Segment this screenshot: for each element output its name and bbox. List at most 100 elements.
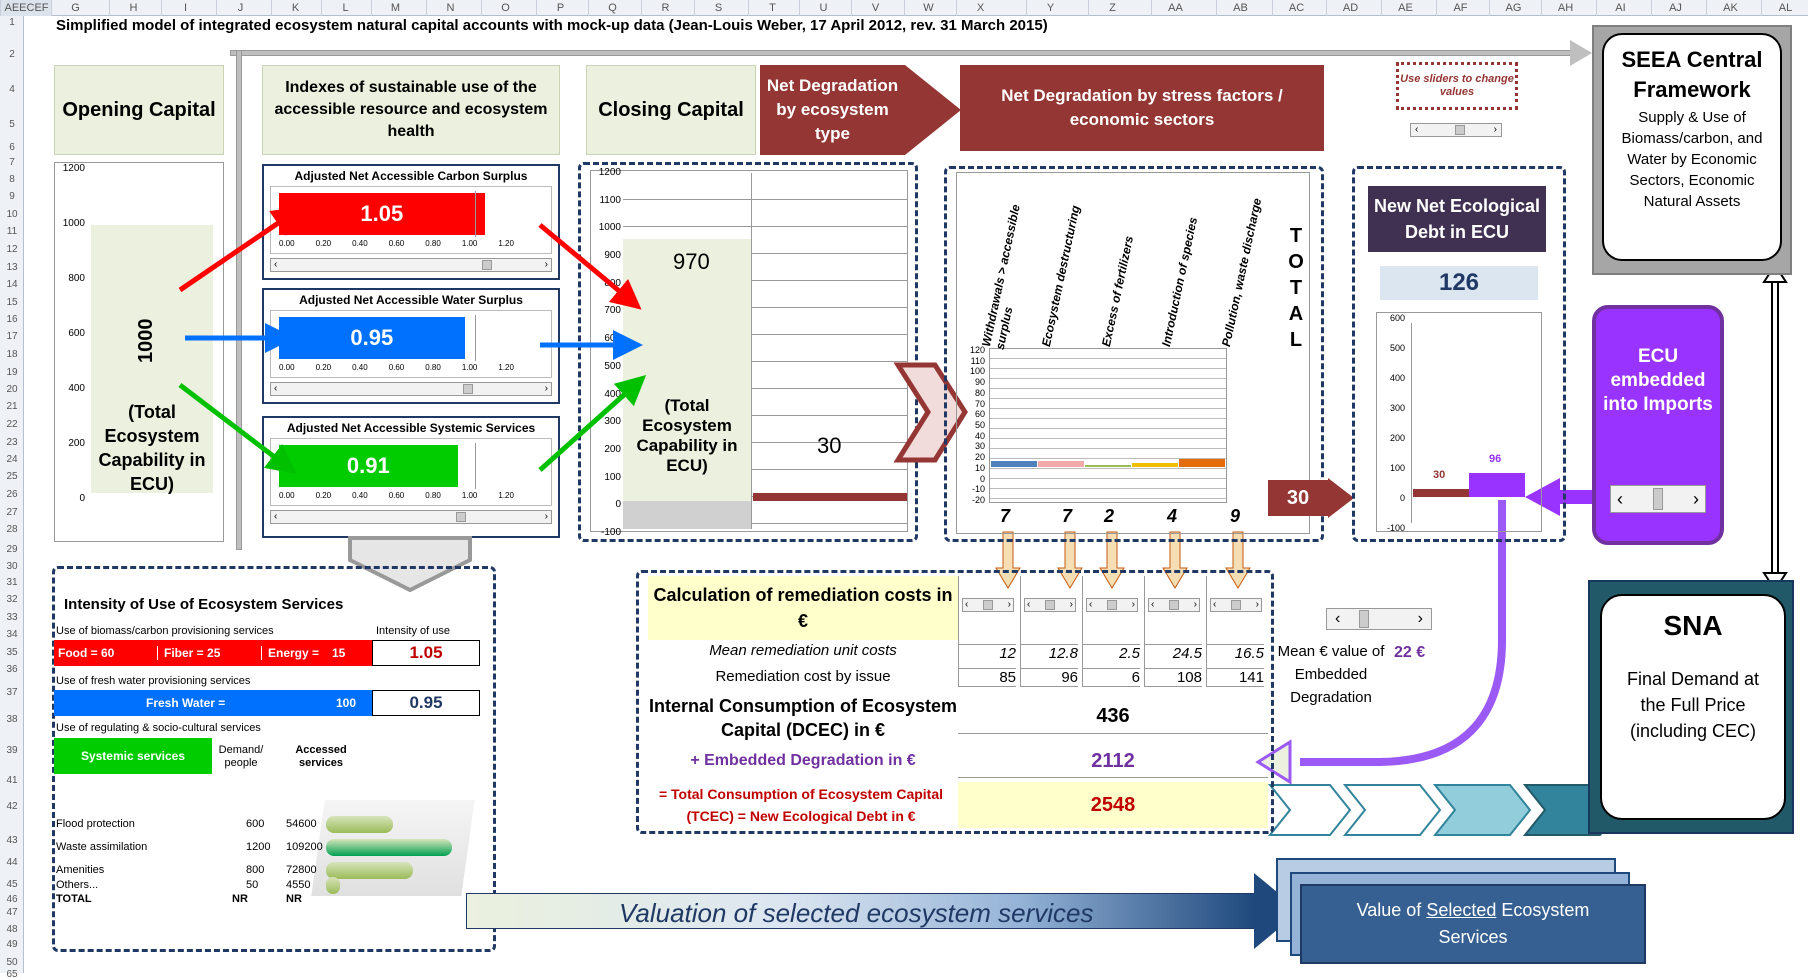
gauge-slider[interactable]: ‹› — [270, 510, 552, 524]
column-Q[interactable]: Q — [588, 0, 636, 16]
row-12[interactable]: 12 — [6, 244, 18, 255]
column-AE[interactable]: AE — [1381, 0, 1429, 16]
column-AL[interactable]: AL — [1761, 0, 1808, 16]
row-15[interactable]: 15 — [6, 297, 18, 308]
column-AI[interactable]: AI — [1596, 0, 1644, 16]
total-demand: NR — [232, 893, 248, 905]
name-box[interactable]: AEECEF — [0, 0, 52, 16]
column-O[interactable]: O — [481, 0, 529, 16]
stress-slider[interactable]: ‹› — [1410, 123, 1502, 137]
row-8[interactable]: 8 — [9, 174, 15, 185]
row-30[interactable]: 30 — [6, 561, 18, 572]
row-43[interactable]: 43 — [6, 835, 18, 846]
column-AF[interactable]: AF — [1436, 0, 1484, 16]
remediation-slider-2[interactable]: ‹› — [1086, 598, 1138, 612]
row-13[interactable]: 13 — [6, 262, 18, 273]
column-Z[interactable]: Z — [1088, 0, 1136, 16]
row-1[interactable]: 1 — [9, 17, 15, 28]
total-row-label: TOTAL — [56, 893, 92, 905]
column-AA[interactable]: AA — [1151, 0, 1199, 16]
column-N[interactable]: N — [426, 0, 474, 16]
row-18[interactable]: 18 — [6, 349, 18, 360]
row-5[interactable]: 5 — [9, 119, 15, 130]
imports-slider[interactable]: ‹› — [1610, 485, 1706, 513]
row-27[interactable]: 27 — [6, 507, 18, 518]
row-22[interactable]: 22 — [6, 419, 18, 430]
gauge-title: Adjusted Net Accessible Systemic Service… — [286, 421, 536, 435]
row-45[interactable]: 45 — [6, 879, 18, 890]
gauge-slider[interactable]: ‹› — [270, 382, 552, 396]
row-39[interactable]: 39 — [6, 745, 18, 756]
gauge-tick: 1.00 — [461, 363, 478, 372]
column-W[interactable]: W — [904, 0, 952, 16]
service-accessed: 109200 — [286, 841, 323, 853]
row-21[interactable]: 21 — [6, 401, 18, 412]
row-17[interactable]: 17 — [6, 331, 18, 342]
row-25[interactable]: 25 — [6, 471, 18, 482]
row-4[interactable]: 4 — [9, 84, 15, 95]
column-T[interactable]: T — [748, 0, 796, 16]
row-32[interactable]: 32 — [6, 594, 18, 605]
row-20[interactable]: 20 — [6, 384, 18, 395]
column-M[interactable]: M — [371, 0, 419, 16]
remediation-slider-1[interactable]: ‹› — [1024, 598, 1076, 612]
column-AD[interactable]: AD — [1326, 0, 1374, 16]
row-9[interactable]: 9 — [9, 191, 15, 202]
cost-2: 6 — [1082, 668, 1140, 687]
column-AH[interactable]: AH — [1541, 0, 1589, 16]
gauge-slider[interactable]: ‹› — [270, 258, 552, 272]
row-33[interactable]: 33 — [6, 612, 18, 623]
column-L[interactable]: L — [321, 0, 369, 16]
row-44[interactable]: 44 — [6, 857, 18, 868]
row-2[interactable]: 2 — [9, 49, 15, 60]
row-28[interactable]: 28 — [6, 524, 18, 535]
column-J[interactable]: J — [216, 0, 264, 16]
column-S[interactable]: S — [694, 0, 742, 16]
row-36[interactable]: 36 — [6, 664, 18, 675]
column-R[interactable]: R — [641, 0, 689, 16]
row-50[interactable]: 50 — [6, 957, 18, 968]
row-24[interactable]: 24 — [6, 454, 18, 465]
row-6[interactable]: 6 — [9, 142, 15, 153]
column-V[interactable]: V — [851, 0, 899, 16]
column-G[interactable]: G — [51, 0, 99, 16]
column-AJ[interactable]: AJ — [1651, 0, 1699, 16]
column-I[interactable]: I — [161, 0, 209, 16]
column-K[interactable]: K — [271, 0, 319, 16]
row-14[interactable]: 14 — [6, 279, 18, 290]
row-47[interactable]: 47 — [6, 907, 18, 918]
row-42[interactable]: 42 — [6, 801, 18, 812]
row-49[interactable]: 49 — [6, 939, 18, 950]
row-29[interactable]: 29 — [6, 544, 18, 555]
row-19[interactable]: 19 — [6, 367, 18, 378]
remediation-slider-3[interactable]: ‹› — [1148, 598, 1200, 612]
row-38[interactable]: 38 — [6, 714, 18, 725]
row-37[interactable]: 37 — [6, 687, 18, 698]
remediation-slider-4[interactable]: ‹› — [1210, 598, 1262, 612]
column-AC[interactable]: AC — [1272, 0, 1320, 16]
debt-bar-2 — [1469, 473, 1525, 497]
row-7[interactable]: 7 — [9, 157, 15, 168]
column-X[interactable]: X — [956, 0, 1004, 16]
row-41[interactable]: 41 — [6, 775, 18, 786]
tick-label: 200 — [1389, 433, 1405, 443]
column-H[interactable]: H — [109, 0, 157, 16]
row-23[interactable]: 23 — [6, 437, 18, 448]
column-U[interactable]: U — [799, 0, 847, 16]
column-Y[interactable]: Y — [1026, 0, 1074, 16]
row-26[interactable]: 26 — [6, 489, 18, 500]
remediation-slider-0[interactable]: ‹› — [962, 598, 1014, 612]
row-31[interactable]: 31 — [6, 577, 18, 588]
row-10[interactable]: 10 — [6, 209, 18, 220]
row-16[interactable]: 16 — [6, 314, 18, 325]
column-AK[interactable]: AK — [1706, 0, 1754, 16]
row-11[interactable]: 11 — [6, 226, 18, 237]
column-P[interactable]: P — [536, 0, 584, 16]
row-35[interactable]: 35 — [6, 647, 18, 658]
column-AG[interactable]: AG — [1489, 0, 1537, 16]
embedded-slider[interactable]: ‹› — [1326, 608, 1432, 630]
column-AB[interactable]: AB — [1216, 0, 1264, 16]
row-46[interactable]: 46 — [6, 894, 18, 905]
row-48[interactable]: 48 — [6, 924, 18, 935]
row-34[interactable]: 34 — [6, 629, 18, 640]
